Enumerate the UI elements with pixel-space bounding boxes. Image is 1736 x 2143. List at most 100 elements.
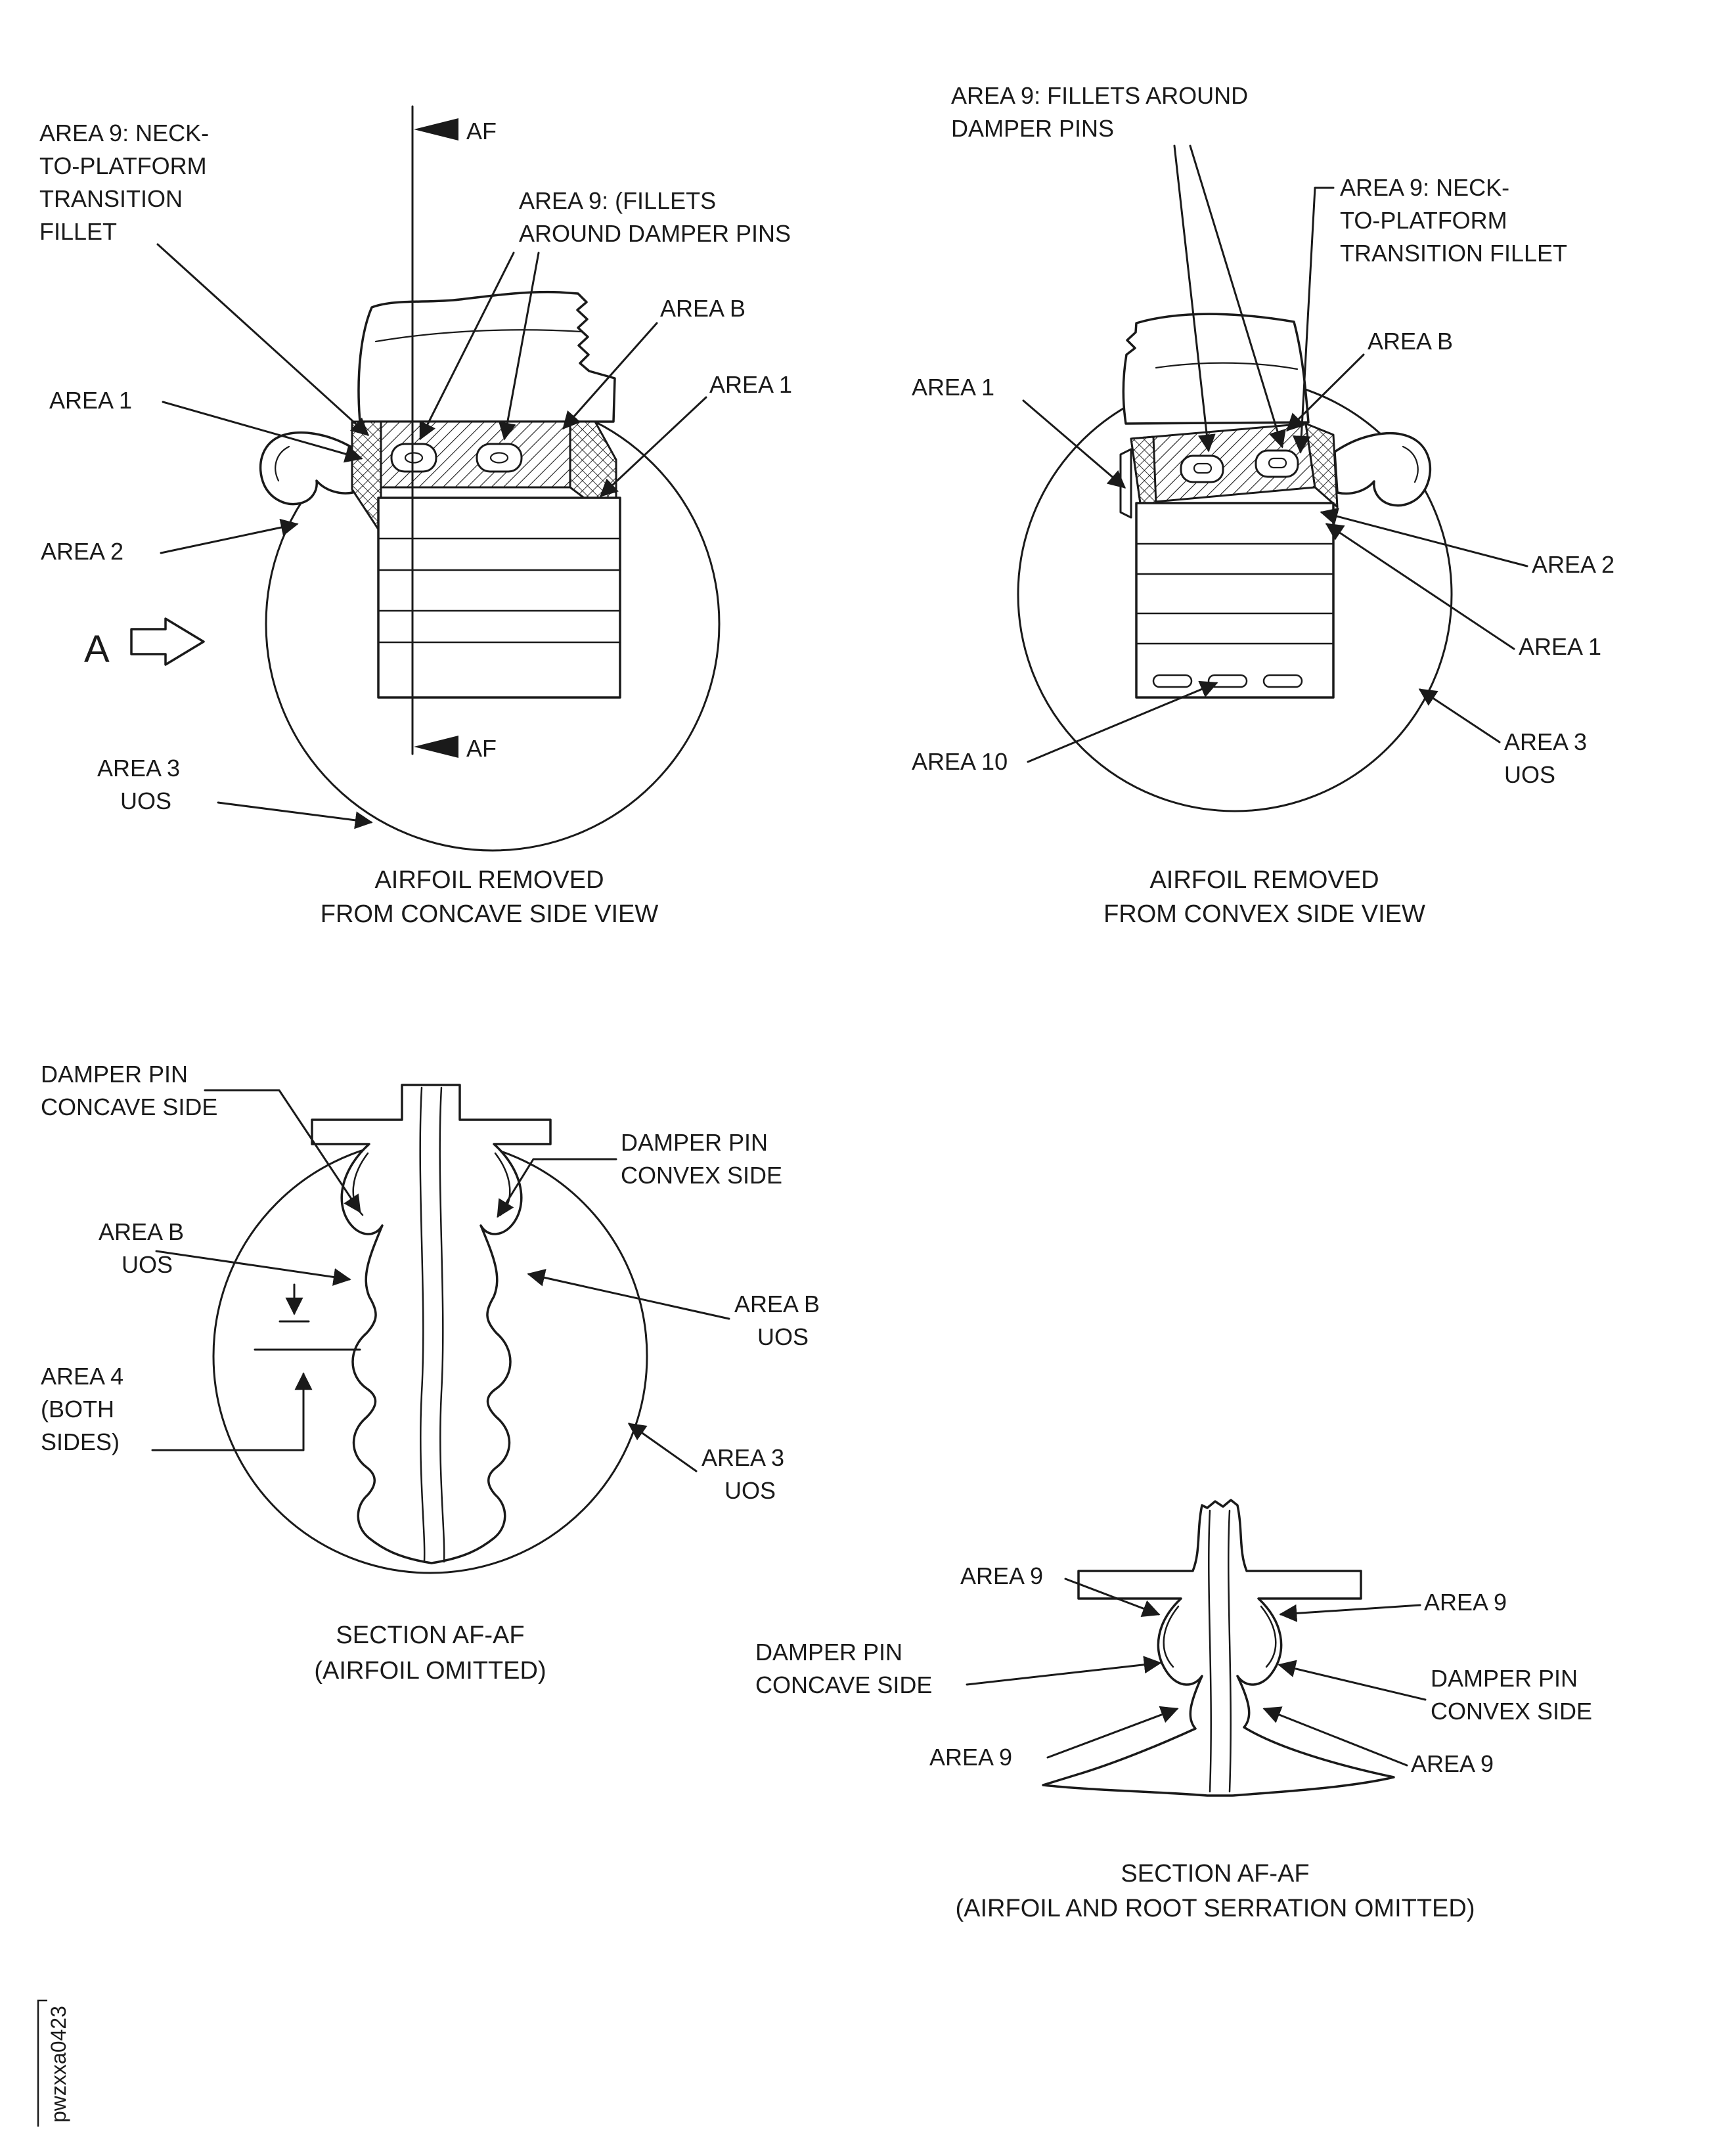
leader-area-9-top-left	[1064, 1578, 1161, 1617]
label-damper-pin-convex-line1: DAMPER PIN	[621, 1129, 768, 1156]
leader-area-2	[160, 518, 299, 554]
leader-damper-pin-concave	[204, 1089, 361, 1214]
af-arrow-bottom	[414, 736, 458, 758]
label-area-3-line1: AREA 3	[1504, 728, 1587, 755]
corner-bracket	[37, 1999, 47, 2127]
leader-area-b-left	[155, 1250, 351, 1286]
root-slot-3	[1262, 674, 1303, 688]
root-slot-2	[1207, 674, 1248, 688]
platform-crosshatch-left	[351, 420, 382, 535]
tang-inner-curve	[1402, 445, 1419, 483]
bore-line-right	[439, 1086, 445, 1563]
label-area-2: AREA 2	[41, 538, 123, 565]
label-area-9-top-right: AREA 9	[1424, 1589, 1507, 1616]
label-area-9-bottom-left: AREA 9	[929, 1744, 1012, 1771]
leader-area-9-top-right	[1279, 1604, 1421, 1622]
airfoil-stub-detail-line	[1155, 362, 1299, 370]
label-damper-pin-concave-line2: CONCAVE SIDE	[755, 1671, 932, 1698]
airfoil-stub	[1122, 313, 1310, 425]
damper-pin-2-slot	[489, 452, 509, 464]
label-area-b: AREA B	[1368, 328, 1453, 355]
label-damper-fillets-line2: AROUND DAMPER PINS	[519, 220, 791, 247]
label-area-1-left: AREA 1	[912, 374, 994, 401]
label-area-9-bottom-right: AREA 9	[1411, 1750, 1494, 1777]
caption-concave-line1: AIRFOIL REMOVED	[374, 866, 604, 894]
caption-section-line1: SECTION AF-AF	[336, 1622, 524, 1649]
caption-section-ns-line2: (AIRFOIL AND ROOT SERRATION OMITTED)	[955, 1895, 1475, 1922]
leader-neck-fillet	[1292, 187, 1335, 454]
label-area-1-right: AREA 1	[1519, 633, 1601, 660]
view-a-block-arrow	[130, 617, 205, 666]
caption-section-ns-line1: SECTION AF-AF	[1121, 1860, 1309, 1888]
label-neck-fillet-line1: AREA 9: NECK-	[1340, 174, 1509, 201]
figure-code-block: pwzxxa0423	[37, 1999, 70, 2127]
leader-area-3	[1418, 688, 1501, 743]
af-arrow-top	[414, 118, 458, 141]
label-area-2: AREA 2	[1532, 551, 1614, 578]
section-profile	[311, 1084, 552, 1564]
label-area-b-right-line2: UOS	[757, 1323, 809, 1350]
leader-area-b	[562, 322, 658, 430]
label-af-top: AF	[466, 118, 497, 144]
leader-damper-pin-convex	[1278, 1660, 1427, 1701]
damper-pin-1-slot	[1193, 462, 1213, 474]
label-damper-fillets-line2: DAMPER PINS	[951, 115, 1114, 142]
view-direction-letter: A	[84, 628, 110, 671]
leader-area-2	[1320, 508, 1528, 567]
leader-area-1-left	[162, 401, 363, 463]
leader-area-b-right	[527, 1269, 730, 1320]
blade-root-block	[377, 497, 621, 699]
leader-damper-fillet-2	[1189, 144, 1286, 449]
platform-edge-strip	[1119, 448, 1132, 519]
leader-area-1-right	[600, 396, 707, 497]
label-damper-pin-concave-line1: DAMPER PIN	[41, 1061, 188, 1088]
leader-area-b	[1286, 353, 1365, 431]
label-area-3-line2: UOS	[1504, 761, 1555, 788]
label-area-3-line1: AREA 3	[701, 1444, 784, 1471]
leader-damper-fillet-2	[499, 252, 540, 441]
section-af-af-view: DAMPER PIN CONCAVE SIDE DAMPER PIN CONVE…	[41, 1061, 820, 1685]
concave-side-view: A AREA 9: NECK- TO-PLATFORM TRANSITION F…	[39, 105, 792, 928]
leader-area-3	[627, 1423, 698, 1472]
label-damper-pin-concave-line1: DAMPER PIN	[755, 1639, 902, 1666]
caption-convex-line1: AIRFOIL REMOVED	[1149, 866, 1379, 894]
leader-damper-pin-concave	[966, 1656, 1162, 1686]
label-neck-fillet-line2: TO-PLATFORM	[39, 152, 207, 179]
label-area-10: AREA 10	[912, 748, 1008, 775]
platform-crosshatch-right	[1304, 422, 1339, 508]
label-area-1-right: AREA 1	[709, 371, 792, 398]
leader-area-1-left	[1022, 399, 1126, 489]
platform-crosshatch-left	[1130, 435, 1157, 506]
label-neck-fillet-line3: TRANSITION FILLET	[1340, 240, 1567, 267]
leader-damper-pin-convex	[497, 1158, 617, 1218]
label-damper-pin-convex-line2: CONVEX SIDE	[1431, 1698, 1592, 1725]
flare-profile	[1042, 1499, 1395, 1797]
label-damper-pin-concave-line2: CONCAVE SIDE	[41, 1094, 217, 1120]
tang-inner-curve	[275, 445, 290, 482]
label-area-b-right-line1: AREA B	[734, 1291, 820, 1317]
bore-line-left	[1208, 1509, 1212, 1793]
leader-area-1-right	[1325, 523, 1515, 650]
leader-area-9-bottom-left	[1046, 1706, 1179, 1759]
label-area-9-top-left: AREA 9	[960, 1562, 1043, 1589]
label-damper-pin-convex-line1: DAMPER PIN	[1431, 1665, 1578, 1692]
bore-line-right	[1228, 1509, 1232, 1793]
label-area-1-left: AREA 1	[49, 387, 132, 414]
damper-pin-2-slot	[1268, 457, 1287, 469]
label-af-bottom: AF	[466, 735, 497, 762]
leader-area-10	[1027, 680, 1218, 763]
leader-neck-fillet	[156, 243, 370, 436]
leader-area-3	[217, 801, 373, 829]
bore-line-left	[419, 1086, 426, 1563]
label-damper-fillets-line1: AREA 9: (FILLETS	[519, 187, 716, 214]
damper-hook-arc-right	[1260, 1605, 1277, 1668]
damper-hook-arc-left	[1163, 1605, 1180, 1668]
leader-area-4	[151, 1372, 313, 1451]
label-damper-pin-convex-line2: CONVEX SIDE	[621, 1162, 782, 1189]
leader-damper-fillet-1	[419, 252, 515, 441]
label-area-4-line3: SIDES)	[41, 1428, 120, 1455]
blade-root-block	[1135, 502, 1335, 699]
convex-side-view: AREA 9: FILLETS AROUND DAMPER PINS AREA …	[912, 82, 1614, 928]
